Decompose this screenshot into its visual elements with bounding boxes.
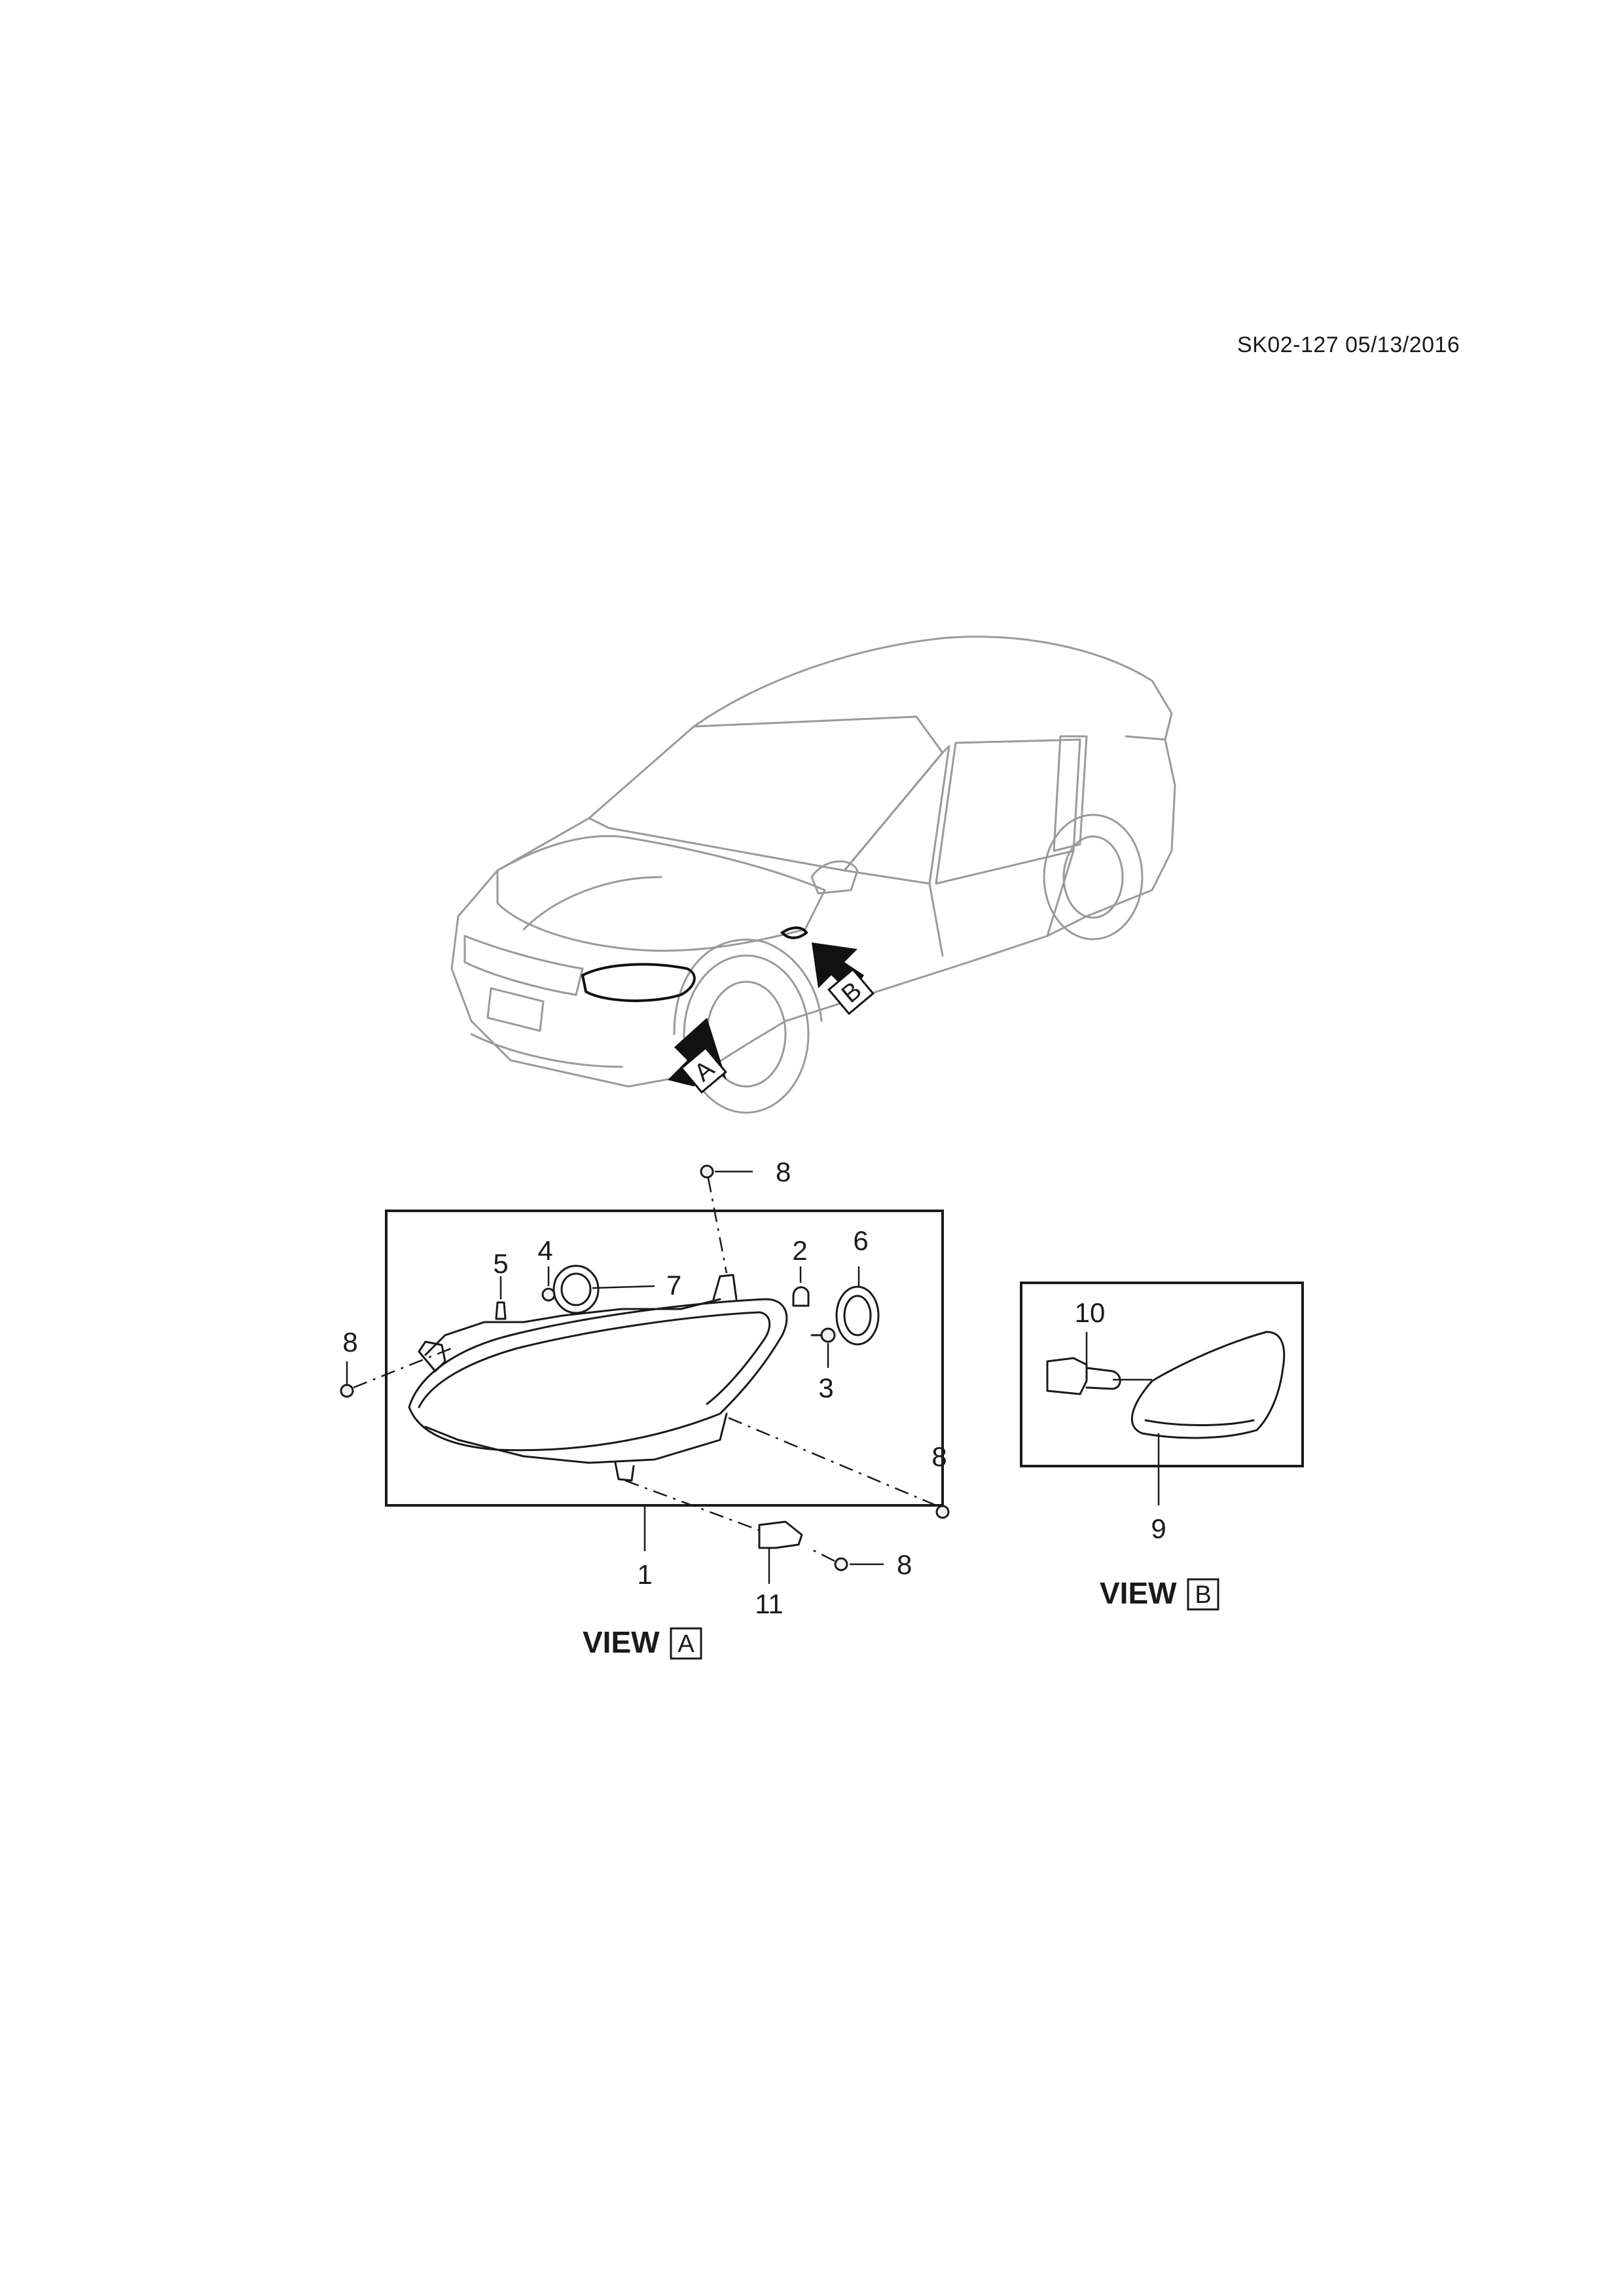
view-a-arrow-box xyxy=(680,1047,727,1094)
view-b-letter: B xyxy=(1195,1581,1211,1609)
part-10-bulb-socket xyxy=(1046,1357,1088,1395)
part-11-bracket xyxy=(758,1520,803,1549)
part-6-cap-inner xyxy=(843,1295,872,1336)
callout-11: 11 xyxy=(755,1588,784,1619)
callout-1: 1 xyxy=(637,1559,652,1590)
callout-10: 10 xyxy=(1075,1297,1106,1328)
part-11-dash xyxy=(624,1479,763,1533)
part-5-bulb xyxy=(495,1301,507,1320)
vehicle-license-plate xyxy=(486,987,545,1032)
fastener-left xyxy=(340,1347,452,1398)
vehicle-grille xyxy=(463,935,584,996)
view-b-letter-box xyxy=(1187,1578,1219,1611)
vehicle-front-wheel-arch xyxy=(673,939,823,1035)
vehicle-overview: A B xyxy=(450,636,1176,1114)
callout-7: 7 xyxy=(666,1270,681,1300)
headlamp-top-tab xyxy=(712,1274,738,1300)
callout-8-left: 8 xyxy=(342,1327,357,1357)
vehicle-side-mirror xyxy=(810,860,859,895)
vehicle-front-window xyxy=(843,745,950,885)
part-2-bulb xyxy=(792,1286,810,1307)
headlamp-bottom-tab xyxy=(614,1462,635,1482)
side-marker-location xyxy=(780,926,808,939)
part-9-side-marker xyxy=(1131,1331,1286,1439)
view-a-arrow: A xyxy=(668,1018,727,1094)
vehicle-windshield xyxy=(588,715,944,872)
view-b-frame xyxy=(1020,1282,1304,1467)
part-7-cap-inner xyxy=(560,1272,592,1306)
view-a-label: VIEW xyxy=(583,1625,660,1659)
vehicle-body-side xyxy=(450,735,1176,1088)
part-9-lens-inner xyxy=(1144,1419,1255,1426)
vehicle-quarter-window xyxy=(1053,735,1088,852)
callout-2: 2 xyxy=(792,1235,807,1266)
fastener-top xyxy=(700,1164,753,1274)
view-b-arrow-box xyxy=(827,968,875,1015)
vehicle-front-wheel xyxy=(683,954,810,1114)
vehicle-door-line-rear xyxy=(1046,850,1075,937)
vehicle-door-line xyxy=(928,882,944,957)
headlamp-left-tab xyxy=(418,1340,446,1372)
callout-5: 5 xyxy=(493,1248,508,1279)
headlamp-housing-back xyxy=(424,1298,721,1356)
part-4-bulb xyxy=(541,1287,556,1302)
drawing-reference: SK02-127 05/13/2016 xyxy=(1237,332,1460,357)
view-b-label: VIEW xyxy=(1100,1576,1177,1610)
part-10-bulb xyxy=(1085,1367,1121,1390)
callout-8-top: 8 xyxy=(776,1157,791,1187)
fastener-right xyxy=(726,1416,950,1519)
callout-8-right: 8 xyxy=(931,1441,947,1472)
vehicle-hood xyxy=(496,835,826,952)
vehicle-rear-rim xyxy=(1062,835,1124,919)
vehicle-lower-bumper xyxy=(470,1033,623,1068)
view-a-letter: A xyxy=(677,1630,695,1658)
view-b-detail: 10 9 VIEW B xyxy=(1020,1282,1304,1611)
part-3-bulb xyxy=(820,1327,836,1343)
headlamp-assembly xyxy=(408,1298,788,1452)
part-7-cap xyxy=(552,1265,600,1314)
vehicle-hood-crease xyxy=(522,876,662,931)
part-6-cap xyxy=(835,1285,880,1346)
callout-9: 9 xyxy=(1151,1513,1166,1544)
headlamp-location xyxy=(581,963,696,1003)
callout-8-bottom: 8 xyxy=(897,1549,912,1580)
fastener-bottom xyxy=(808,1547,884,1571)
part-7-leader xyxy=(592,1285,655,1289)
vehicle-rear-wheel xyxy=(1043,814,1144,941)
view-a-detail: 8 4 5 7 2 6 3 8 8 8 1 11 VIEW A xyxy=(340,1157,950,1660)
view-a-letter-box xyxy=(670,1627,702,1660)
callout-4: 4 xyxy=(537,1235,552,1266)
headlamp-lens-edge xyxy=(418,1311,771,1408)
view-b-arrow: B xyxy=(812,942,875,1015)
callout-3: 3 xyxy=(818,1372,833,1403)
view-a-frame xyxy=(385,1210,944,1507)
vehicle-roof xyxy=(693,636,1173,741)
callout-6: 6 xyxy=(853,1225,868,1256)
headlamp-lower-housing xyxy=(424,1412,728,1464)
